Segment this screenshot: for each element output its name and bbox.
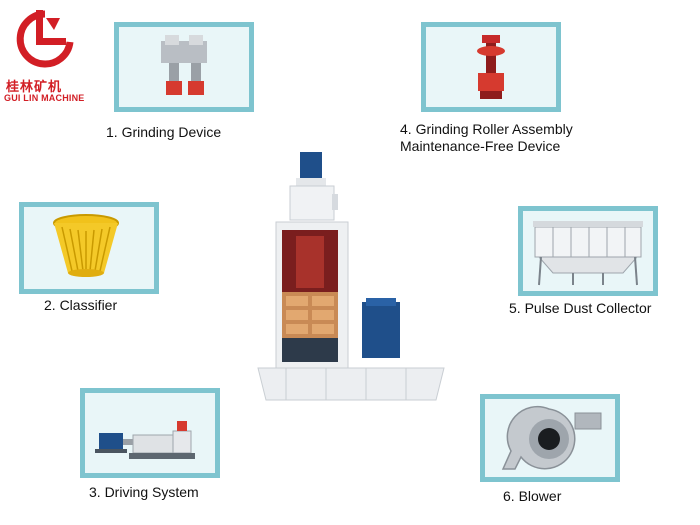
grinding-roller-image <box>421 22 561 112</box>
pulse-dust-collector-label: 5. Pulse Dust Collector <box>509 300 652 316</box>
blower-image <box>480 394 620 482</box>
gl-logo-icon <box>16 10 74 68</box>
classifier-label: 2. Classifier <box>44 297 118 313</box>
blower-label: 6. Blower <box>503 488 562 504</box>
grinding-device-image <box>114 22 254 112</box>
brand-name-en: GUI LIN MACHINE <box>4 93 85 103</box>
classifier-image <box>19 202 159 294</box>
driving-system-image <box>80 388 220 478</box>
brand-name-cn: 桂林矿机 <box>6 80 63 95</box>
grinding-roller-label: 4. Grinding Roller Assembly Maintenance-… <box>400 121 573 155</box>
grinding-roller-label-line1: 4. Grinding Roller Assembly <box>400 121 573 137</box>
driving-system-label: 3. Driving System <box>89 484 199 500</box>
grinding-roller-label-line2: Maintenance-Free Device <box>400 138 561 154</box>
pulse-dust-collector-image <box>518 206 658 296</box>
vertical-mill-machine-image <box>256 150 446 402</box>
grinding-device-label: 1. Grinding Device <box>106 124 222 140</box>
